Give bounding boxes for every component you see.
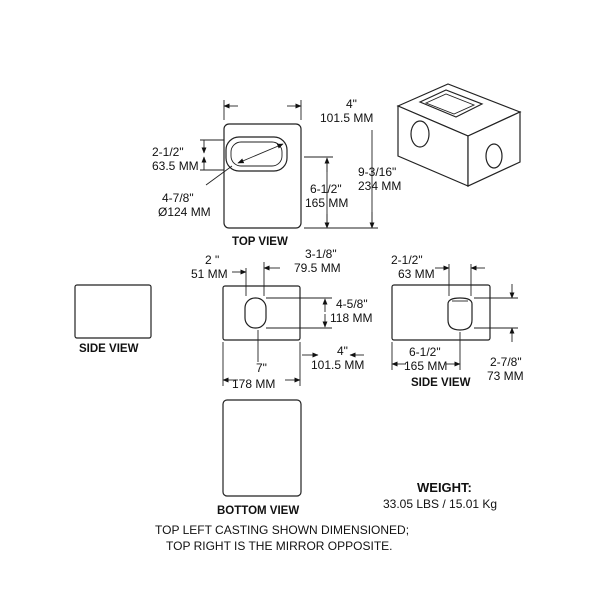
weight-label: WEIGHT: <box>417 480 472 495</box>
center-side-view: 2 " 51 MM 3-1/8" 79.5 MM 4-5/8" 118 MM 7… <box>191 247 372 391</box>
top-view: 4" 101.5 MM 2-1/2" 63.5 MM 4-7/8" Ø124 M… <box>152 97 401 248</box>
left-side-outline <box>74 284 152 339</box>
top-length-in: 9-3/16" <box>358 165 396 179</box>
bottom-view-label: BOTTOM VIEW <box>217 505 299 517</box>
side-length-in: 7" <box>256 361 267 375</box>
top-to-slot-in: 6-1/2" <box>310 182 342 196</box>
left-side-view: SIDE VIEW <box>74 284 152 355</box>
top-width-mm: 101.5 MM <box>320 111 373 125</box>
note-line-2: TOP RIGHT IS THE MIRROR OPPOSITE. <box>166 539 392 553</box>
side-offset-mm: 51 MM <box>191 267 228 281</box>
right-offset-mm: 165 MM <box>404 359 447 373</box>
isometric-view <box>396 83 522 187</box>
right-hole-height-mm: 73 MM <box>487 369 524 383</box>
slot-height-mm: 63.5 MM <box>152 159 199 173</box>
center-side-hole <box>244 297 267 329</box>
bottom-view: BOTTOM VIEW <box>217 399 302 517</box>
right-side-view: 2-1/2" 63 MM 2-7/8" 73 MM 6-1/2" 165 MM … <box>391 253 524 389</box>
right-side-outline <box>391 284 491 341</box>
right-hole-width-mm: 63 MM <box>398 267 435 281</box>
side-height-mm: 101.5 MM <box>311 358 364 372</box>
right-offset-in: 6-1/2" <box>409 345 441 359</box>
slot-height-in: 2-1/2" <box>152 145 184 159</box>
top-length-mm: 234 MM <box>358 179 401 193</box>
side-hole-height-mm: 118 MM <box>330 311 372 325</box>
right-side-hole <box>447 297 473 331</box>
right-hole-height-in: 2-7/8" <box>490 355 522 369</box>
bottom-view-outline <box>222 399 302 497</box>
note-line-1: TOP LEFT CASTING SHOWN DIMENSIONED; <box>155 523 409 537</box>
weight-value: 33.05 LBS / 15.01 Kg <box>383 497 497 511</box>
right-hole-width-in: 2-1/2" <box>391 253 423 267</box>
side-view-left-label: SIDE VIEW <box>79 343 139 355</box>
side-hole-height-in: 4-5/8" <box>336 297 368 311</box>
side-offset-in: 2 " <box>205 253 219 267</box>
side-length-mm: 178 MM <box>232 377 275 391</box>
side-hole-width-mm: 79.5 MM <box>294 261 341 275</box>
top-view-label: TOP VIEW <box>232 236 288 248</box>
side-hole-width-in: 3-1/8" <box>305 247 337 261</box>
top-to-slot-mm: 165 MM <box>305 196 348 210</box>
slot-diagonal-in: 4-7/8" <box>162 191 194 205</box>
slot-diagonal-mm: Ø124 MM <box>158 205 211 219</box>
top-width-in: 4" <box>346 97 357 111</box>
side-height-in: 4" <box>337 344 348 358</box>
side-view-right-label: SIDE VIEW <box>411 377 471 389</box>
